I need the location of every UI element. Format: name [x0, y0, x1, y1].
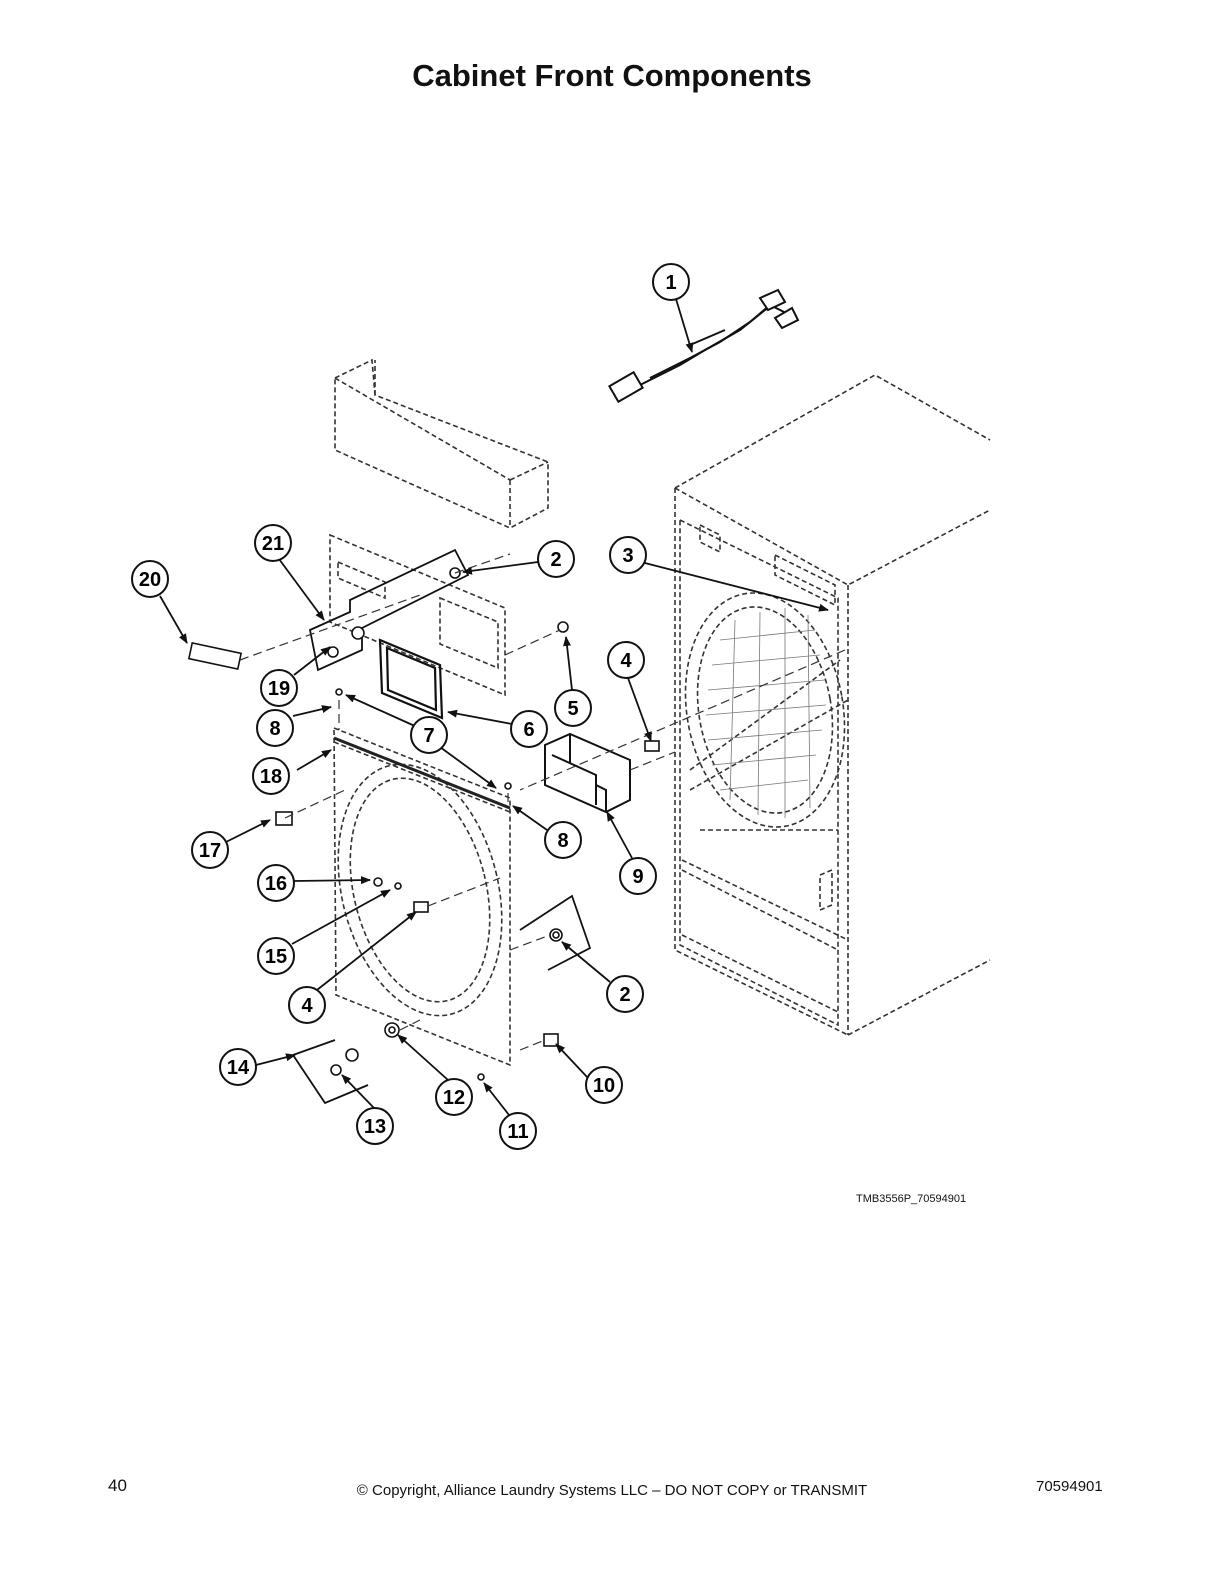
leader-2b	[561, 941, 611, 983]
callout-17: 17	[191, 831, 229, 869]
svg-text:19: 19	[268, 678, 290, 700]
leader-17	[225, 819, 271, 843]
callout-13: 13	[356, 1107, 394, 1145]
svg-text:10: 10	[593, 1075, 615, 1097]
callout-8b: 8	[544, 821, 582, 859]
callout-16: 16	[257, 864, 295, 902]
svg-text:15: 15	[265, 946, 287, 968]
leader-7a	[345, 694, 418, 728]
leader-10	[555, 1043, 589, 1079]
leader-20	[159, 595, 188, 644]
callout-9: 9	[619, 857, 657, 895]
svg-text:8: 8	[269, 718, 280, 740]
callout-7: 7	[410, 716, 448, 754]
callout-2a: 2	[537, 540, 575, 578]
callout-12: 12	[435, 1078, 473, 1116]
page-number: 40	[108, 1476, 127, 1495]
svg-text:4: 4	[620, 650, 632, 672]
svg-text:11: 11	[507, 1121, 528, 1143]
callout-leaders	[159, 298, 829, 1116]
svg-text:1: 1	[665, 272, 676, 294]
figure-id: TMB3556P_70594901	[856, 1193, 967, 1205]
callout-4a: 4	[607, 641, 645, 679]
svg-text:2: 2	[619, 984, 630, 1006]
wire-harness	[608, 288, 800, 404]
leader-12	[397, 1034, 449, 1081]
svg-text:5: 5	[567, 698, 578, 720]
callouts: 1 2 3 21 20 19 8 7 6 5 4 18 17 9 16 15 2…	[131, 263, 690, 1150]
svg-text:13: 13	[364, 1116, 386, 1138]
svg-text:3: 3	[622, 545, 633, 567]
svg-text:2: 2	[550, 549, 561, 571]
svg-text:14: 14	[227, 1057, 250, 1079]
svg-text:12: 12	[443, 1087, 465, 1109]
callout-20: 20	[131, 560, 169, 598]
svg-text:6: 6	[523, 719, 534, 741]
svg-text:7: 7	[423, 725, 434, 747]
leader-8b	[512, 805, 548, 831]
leader-11	[483, 1082, 510, 1116]
leader-15	[291, 889, 391, 945]
callout-21: 21	[254, 524, 292, 562]
top-cover-panel	[334, 358, 549, 529]
svg-text:9: 9	[632, 866, 643, 888]
callout-14: 14	[219, 1048, 257, 1086]
callout-18: 18	[252, 757, 290, 795]
callout-4b: 4	[288, 986, 326, 1024]
small-parts	[187, 567, 660, 1081]
callout-3: 3	[609, 536, 647, 574]
leader-6	[447, 709, 513, 725]
leader-4b	[316, 911, 417, 991]
leader-9	[606, 811, 633, 859]
callout-11: 11	[499, 1112, 537, 1150]
leader-3	[640, 561, 829, 612]
copyright-notice: © Copyright, Alliance Laundry Systems LL…	[356, 1482, 868, 1499]
leader-18	[296, 749, 332, 771]
dryer-cabinet	[674, 374, 991, 1036]
leader-4a	[627, 677, 652, 742]
svg-text:18: 18	[260, 766, 282, 788]
leader-16	[293, 876, 371, 885]
keylock-bracket-outline	[308, 548, 470, 672]
callout-15: 15	[257, 937, 295, 975]
svg-text:17: 17	[199, 840, 221, 862]
assembly-lines	[239, 553, 846, 1051]
document-number: 70594901	[1036, 1478, 1103, 1495]
callout-1: 1	[652, 263, 690, 301]
callout-2b: 2	[606, 975, 644, 1013]
callout-10: 10	[585, 1066, 623, 1104]
callout-6: 6	[510, 710, 548, 748]
front-panel	[333, 726, 511, 1067]
lower-lock-bracket-outline	[292, 894, 592, 1105]
callout-5: 5	[554, 689, 592, 727]
svg-text:8: 8	[557, 830, 568, 852]
leader-1	[675, 298, 694, 353]
leader-14	[255, 1053, 296, 1066]
svg-text:16: 16	[265, 873, 287, 895]
leader-19	[293, 646, 331, 676]
callout-19: 19	[260, 669, 298, 707]
callout-8a: 8	[256, 709, 294, 747]
leader-21	[278, 558, 325, 621]
leader-2a	[462, 561, 539, 575]
lint-drawer	[544, 732, 631, 814]
display-gasket	[378, 638, 444, 720]
leader-5	[563, 636, 573, 691]
hinge-strip	[333, 736, 511, 810]
leader-8a	[292, 705, 332, 717]
drum-perforation	[705, 608, 827, 818]
leader-7b	[439, 746, 497, 789]
svg-text:21: 21	[262, 533, 284, 555]
svg-text:20: 20	[139, 569, 161, 591]
page-title: Cabinet Front Components	[412, 58, 812, 93]
control-panel	[329, 533, 506, 697]
leader-13	[341, 1074, 375, 1109]
svg-text:4: 4	[301, 995, 313, 1017]
